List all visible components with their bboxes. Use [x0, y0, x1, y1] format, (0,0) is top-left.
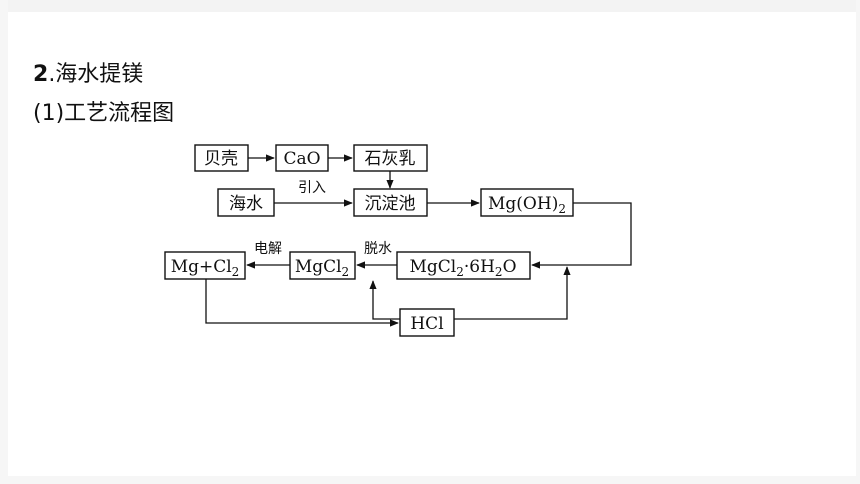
node-cao-label: CaO	[283, 149, 320, 169]
slide-right-border	[856, 0, 860, 484]
node-mg-cl2-label: Mg+Cl2	[171, 257, 240, 279]
node-beike: 贝壳	[194, 144, 249, 172]
node-mgcl2: MgCl2	[289, 251, 356, 280]
node-chendianchi-label: 沉淀池	[365, 194, 416, 214]
section-heading: 2.海水提镁	[33, 58, 143, 92]
node-mgoh2: Mg(OH)2	[480, 188, 574, 217]
node-haishui-label: 海水	[229, 194, 263, 214]
slide-top-border	[0, 0, 860, 12]
edge-label-yinru: 引入	[298, 180, 326, 196]
arrow-hcl-dehydration	[369, 280, 400, 320]
subsection-heading: (1)工艺流程图	[33, 101, 175, 126]
arrow-hcl-mgcl2-6h2o	[454, 266, 571, 320]
node-beike-label: 贝壳	[204, 149, 238, 169]
node-cao: CaO	[275, 144, 329, 172]
node-shihuiru-label: 石灰乳	[365, 149, 416, 169]
node-mgcl2-6h2o: MgCl2·6H2O	[396, 251, 531, 280]
node-chendianchi: 沉淀池	[353, 188, 428, 217]
node-mg-cl2: Mg+Cl2	[164, 251, 246, 280]
node-hcl: HCl	[399, 308, 455, 337]
node-haishui: 海水	[217, 188, 275, 217]
node-shihuiru: 石灰乳	[353, 144, 428, 172]
slide-left-border	[0, 0, 8, 484]
node-hcl-label: HCl	[410, 314, 443, 334]
section-number: 2	[33, 62, 49, 87]
node-mgcl2-6h2o-label: MgCl2·6H2O	[410, 257, 517, 279]
node-mgoh2-label: Mg(OH)2	[488, 194, 566, 216]
edge-label-tuoshui: 脱水	[364, 241, 392, 257]
section-title: .海水提镁	[48, 62, 144, 87]
slide-bottom-border	[0, 476, 860, 484]
node-mgcl2-label: MgCl2	[295, 257, 349, 279]
edge-label-dianjie: 电解	[254, 241, 282, 257]
arrow-cl2-hcl	[205, 279, 399, 327]
arrow-mgoh2-mgcl2-6h2o	[531, 202, 632, 269]
